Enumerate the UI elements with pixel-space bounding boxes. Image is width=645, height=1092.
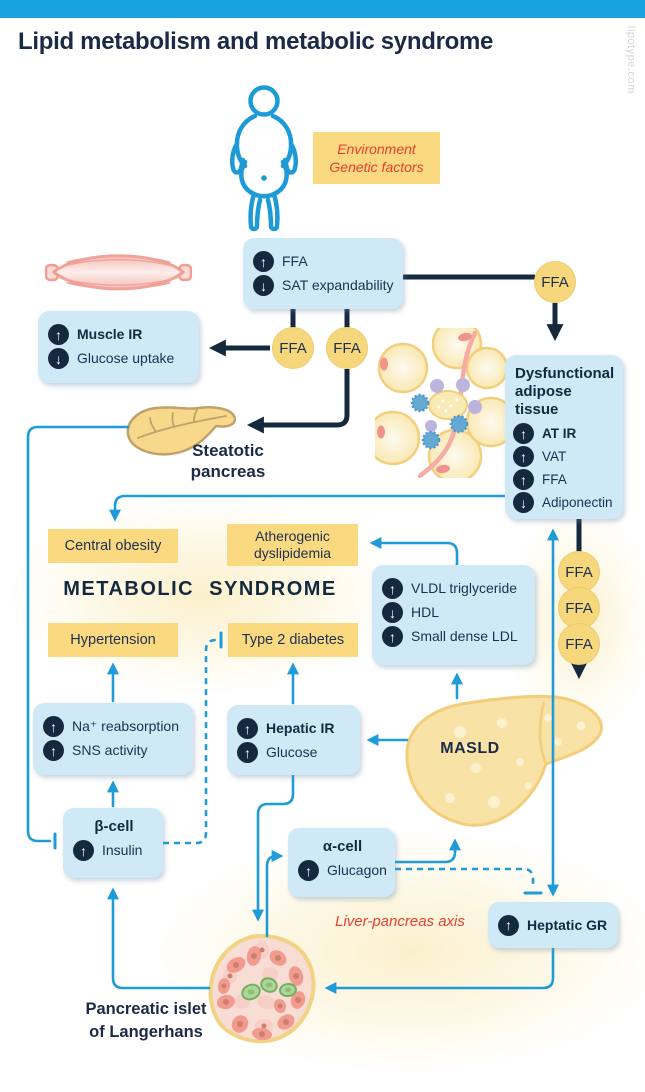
- pancreas-icon: [126, 406, 237, 456]
- muscle-ir-box: ↑ Muscle IR ↓ Glucose uptake: [38, 311, 199, 383]
- beta-cell-title: β-cell: [94, 818, 134, 835]
- up-arrow-icon: ↑: [73, 840, 94, 861]
- arrow-ffa-to-pancreas: [246, 369, 350, 434]
- central-obesity-label: Central obesity: [64, 538, 162, 554]
- alpha-cell-box: α-cell ↑ Glucagon: [288, 828, 395, 897]
- na-reabsorption-label: Na⁺ reabsorption: [72, 718, 180, 734]
- muscle-icon: [45, 254, 192, 291]
- obese-person-icon: [229, 85, 299, 232]
- glucose-uptake-label: Glucose uptake: [77, 350, 175, 366]
- up-arrow-icon: ↑: [43, 740, 64, 761]
- top-accent-bar: [0, 0, 645, 18]
- atherogenic-dyslipidemia-box: Atherogenic dyslipidemia: [227, 524, 358, 566]
- up-arrow-icon: ↑: [513, 446, 534, 467]
- arrow-islet-to-beta: [107, 887, 211, 990]
- genetic-factors-label: Genetic factors: [329, 159, 424, 175]
- vat-label: VAT: [542, 449, 567, 464]
- up-arrow-icon: ↑: [253, 251, 274, 272]
- sns-activity-label: SNS activity: [72, 742, 148, 758]
- ffa-sat-box: ↑ FFA ↓ SAT expandability: [243, 238, 403, 309]
- hypertension-box: Hypertension: [48, 623, 178, 657]
- dashed-alpha-to-hepatic-gr: [395, 867, 535, 888]
- ffa-label: FFA: [542, 472, 567, 487]
- up-arrow-icon: ↑: [513, 423, 534, 444]
- adiponectin-label: Adiponectin: [542, 495, 613, 510]
- small-dense-ldl-label: Small dense LDL: [411, 628, 518, 644]
- ffa-circle: FFA: [558, 623, 600, 665]
- up-arrow-icon: ↑: [513, 469, 534, 490]
- dashed-beta-to-diabetes: [163, 638, 218, 845]
- atherogenic-label: Atherogenic: [255, 528, 330, 544]
- adipose-box-title: Dysfunctional adipose tissue: [515, 365, 615, 418]
- arrow-hepatic-ir-to-islet: [252, 773, 295, 922]
- down-arrow-icon: ↓: [48, 348, 69, 369]
- hypertension-label: Hypertension: [70, 632, 156, 648]
- up-arrow-icon: ↑: [382, 626, 403, 647]
- insulin-label: Insulin: [102, 842, 143, 858]
- environment-label: Environment: [337, 141, 416, 157]
- sodium-sns-box: ↑ Na⁺ reabsorption ↑ SNS activity: [33, 703, 193, 775]
- alpha-cell-title: α-cell: [322, 838, 363, 855]
- at-ir-label: AT IR: [542, 426, 577, 441]
- page-title: Lipid metabolism and metabolic syndrome: [18, 28, 494, 55]
- dysfunctional-adipose-box: Dysfunctional adipose tissue ↑ AT IR ↑ VAT…: [505, 355, 623, 519]
- up-arrow-icon: ↑: [237, 718, 258, 739]
- up-arrow-icon: ↑: [43, 716, 64, 737]
- hepatic-gr-box: ↑ Heptatic GR: [488, 902, 618, 948]
- up-arrow-icon: ↑: [298, 860, 319, 881]
- line-pancreas-to-beta-inhibit: [26, 425, 130, 843]
- arrow-alpha-to-liver: [393, 838, 461, 864]
- masld-label: MASLD: [440, 740, 500, 757]
- hepatic-gr-label: Heptatic GR: [527, 916, 608, 933]
- type2-diabetes-box: Type 2 diabetes: [228, 623, 358, 657]
- hepatic-ir-box: ↑ Hepatic IR ↑ Glucose: [227, 705, 360, 775]
- down-arrow-icon: ↓: [253, 275, 274, 296]
- ffa-circle: FFA: [558, 587, 600, 629]
- dyslipidemia-label: dyslipidemia: [253, 545, 332, 561]
- ffa-circle: FFA: [558, 551, 600, 593]
- up-arrow-icon: ↑: [498, 914, 519, 936]
- ffa-circle: FFA: [272, 327, 314, 369]
- arrow-islet-to-alpha: [265, 850, 284, 938]
- central-obesity-box: Central obesity: [48, 529, 178, 563]
- arrow-adipose-to-central-obesity: [109, 494, 507, 522]
- hepatic-ir-label: Hepatic IR: [266, 720, 335, 736]
- metabolic-syndrome-title: METABOLIC SYNDROME: [63, 578, 337, 600]
- liver-pancreas-axis-label: Liver-pancreas axis: [335, 913, 465, 930]
- beta-cell-box: β-cell ↑ Insulin: [63, 808, 163, 878]
- glucose-label: Glucose: [266, 744, 318, 760]
- sat-expandability-label: SAT expandability: [282, 277, 394, 293]
- arrow-lipids-to-atherogenic: [369, 537, 459, 567]
- environment-genetics-box: Environment Genetic factors: [313, 132, 440, 184]
- adipose-tissue-icon: [375, 328, 515, 478]
- type2-diabetes-label: Type 2 diabetes: [241, 632, 345, 648]
- pancreatic-islet-label: Pancreatic islet of Langerhans: [85, 1000, 207, 1041]
- hdl-label: HDL: [411, 604, 440, 620]
- ffa-circle: FFA: [534, 261, 576, 303]
- glucagon-label: Glucagon: [327, 862, 387, 878]
- arrow-hepatic-gr-to-islet: [324, 946, 555, 994]
- steatotic-pancreas-label: Steatotic pancreas: [190, 441, 266, 481]
- down-arrow-icon: ↓: [513, 492, 534, 513]
- up-arrow-icon: ↑: [48, 324, 69, 345]
- ffa-circle: FFA: [326, 327, 368, 369]
- up-arrow-icon: ↑: [237, 742, 258, 763]
- muscle-ir-label: Muscle IR: [77, 326, 143, 342]
- down-arrow-icon: ↓: [382, 602, 403, 623]
- watermark: lipotype.com: [625, 26, 637, 94]
- lipids-box: ↑ VLDL triglyceride ↓ HDL ↑ Small dense LDL: [372, 565, 535, 665]
- vldl-label: VLDL triglyceride: [411, 580, 518, 596]
- up-arrow-icon: ↑: [382, 578, 403, 599]
- pancreatic-islet-icon: [208, 933, 316, 1044]
- ffa-label: FFA: [282, 253, 308, 269]
